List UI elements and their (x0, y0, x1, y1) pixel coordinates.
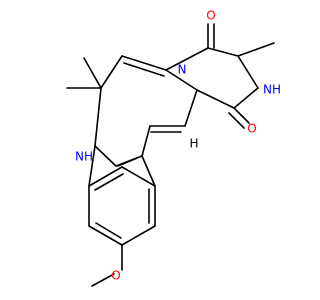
bond-benzene-5 (88, 225, 123, 246)
oxygen-label: O (247, 122, 256, 136)
oxygen-label: O (206, 9, 215, 23)
bond-dkp-5 (196, 89, 235, 109)
molecule-canvas: O O N NH NH H O (66, 8, 281, 287)
vinyl-h-label: H (189, 137, 198, 151)
bond-pyrrole-1 (141, 155, 156, 187)
bond-ring8-7 (94, 87, 102, 147)
bond-ring8-3 (184, 89, 198, 127)
indole-nh-label: NH (75, 150, 93, 164)
bond-ring8-5 (121, 55, 167, 71)
bond-dkp-3 (237, 55, 259, 89)
bond-benzene-2 (121, 166, 156, 187)
molecule-structure: O O N NH NH H O (66, 9, 281, 287)
bond-benzene-inner-2 (94, 173, 124, 191)
bond-ring8-6 (100, 55, 123, 89)
bond-ring8-4 (165, 69, 198, 91)
nitrogen-label: N (178, 63, 187, 77)
bond-benzene-3 (88, 166, 123, 187)
amide-nh-label: NH (263, 83, 281, 97)
bond-ring8-5-double (123, 62, 165, 77)
bond-benzene-inner-3 (95, 222, 122, 239)
bond-methyl-b (83, 57, 102, 89)
methoxy-oxygen-label: O (111, 269, 120, 283)
bond-pyrrole-3 (94, 145, 117, 167)
bond-dkp-7 (233, 107, 250, 124)
bond-methoxy-c (91, 273, 115, 287)
bond-dkp-7-double (228, 112, 245, 129)
bond-pyrrole-double (117, 157, 138, 167)
bond-dkp-4 (233, 87, 259, 109)
bond-dkp-1 (165, 47, 209, 71)
bond-pyrrole-4 (88, 145, 96, 187)
bond-dkp-2 (207, 47, 239, 57)
bond-benzene-6 (121, 225, 156, 246)
bond-ring8-1 (141, 125, 151, 157)
bond-dkp-methyl (237, 42, 275, 57)
